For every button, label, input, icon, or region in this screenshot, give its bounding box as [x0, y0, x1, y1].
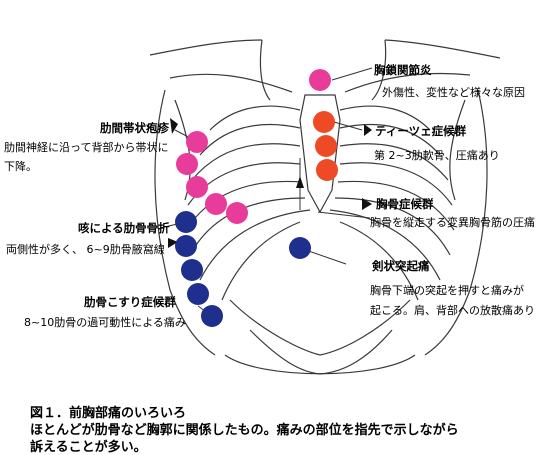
- pain-point-rib-fracture: [181, 259, 203, 281]
- pain-point-slipping-rib: [201, 305, 223, 327]
- pain-point-sternoclavicular: [309, 69, 331, 91]
- figure-caption-title: 図１．前胸部痛のいろいろ: [30, 406, 187, 421]
- figure-caption-line-3: 訴えることが多い。: [30, 440, 147, 455]
- label-sternoclavicular-desc: 外傷性、変性など様々な原因: [382, 85, 525, 99]
- pain-point-intercostal: [226, 202, 248, 224]
- pain-point-tietze: [313, 111, 335, 133]
- pain-point-tietze: [316, 159, 338, 181]
- label-tietze-desc: 第 2~3肋軟骨、圧痛あり: [374, 148, 500, 162]
- pain-point-xiphoid: [289, 237, 311, 259]
- label-sternoclavicular-title: 胸鎖関節炎: [374, 63, 432, 77]
- label-slipping-rib-title: 肋骨こすり症候群: [84, 295, 176, 309]
- label-intercostal-title: 肋間帯状疱疹: [100, 121, 169, 135]
- label-xiphoid-desc-1: 胸骨下端の突起を押すと痛みが: [370, 283, 524, 297]
- pain-point-tietze: [315, 135, 337, 157]
- label-intercostal-desc-1: 肋間神経に沿って背部から帯状に: [4, 140, 168, 154]
- arrow-icon: [364, 124, 372, 136]
- arrow-icon: [168, 238, 178, 248]
- label-intercostal-desc-2: 下降。: [4, 159, 37, 173]
- figure-caption-line-2: ほとんどが肋骨など胸郭に関係したもの。痛みの部位を指先で示しながら: [30, 423, 459, 438]
- pain-points: [175, 69, 338, 327]
- annotations: 胸鎖関節炎 外傷性、変性など様々な原因 ティーツェ症候群 第 2~3肋軟骨、圧痛…: [4, 63, 535, 329]
- arrow-icon: [296, 176, 304, 188]
- pain-point-rib-fracture: [175, 235, 197, 257]
- label-cough-fracture-desc: 両側性が多く、 6~9肋骨腋窩線: [6, 242, 165, 256]
- arrows: [168, 118, 372, 248]
- label-xiphoid-desc-2: 起こる。肩、背部への放散痛あり: [370, 303, 535, 317]
- arrow-icon: [362, 198, 372, 210]
- label-xiphoid-title: 剣状突起痛: [371, 259, 430, 273]
- pain-point-rib-fracture: [175, 211, 197, 233]
- label-sternal-title: 胸骨症候群: [376, 197, 434, 211]
- pain-point-intercostal: [186, 176, 208, 198]
- pain-point-intercostal: [205, 193, 227, 215]
- pain-point-intercostal: [176, 153, 198, 175]
- pain-point-rib-fracture: [187, 283, 209, 305]
- pain-point-intercostal: [186, 131, 208, 153]
- label-slipping-rib-desc: 8~10肋骨の過可動性による痛み: [24, 315, 186, 329]
- arrow-icon: [170, 118, 178, 134]
- label-sternal-desc: 胸骨を縦走する変異胸骨筋の圧痛: [370, 215, 535, 229]
- label-tietze-title: ティーツェ症候群: [375, 124, 467, 138]
- label-cough-fracture-title: 咳による肋骨骨折: [78, 221, 170, 235]
